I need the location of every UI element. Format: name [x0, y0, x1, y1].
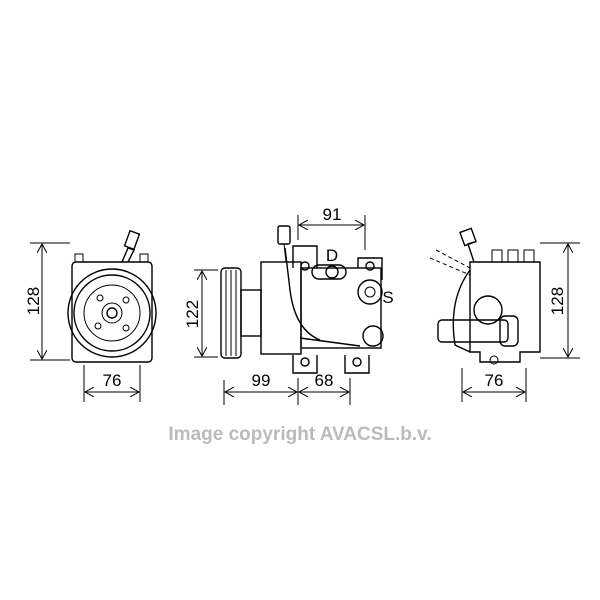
copyright-watermark: Image copyright AVACSL.b.v.	[168, 424, 431, 445]
front-width-dimension: 76	[83, 365, 141, 402]
rear-view	[429, 227, 541, 365]
port-spacing-dimension: 91	[297, 205, 366, 250]
pulley-length-label: 99	[252, 371, 271, 390]
side-length-dimension: 99 68	[223, 371, 351, 405]
discharge-port-label: D	[326, 246, 338, 265]
rear-height-label: 128	[548, 287, 567, 315]
side-view	[220, 225, 384, 374]
front-height-dimension: 128	[24, 242, 70, 361]
side-height-label: 122	[183, 300, 202, 328]
body-length-label: 68	[315, 371, 334, 390]
rear-height-dimension: 128	[540, 242, 580, 359]
front-width-label: 76	[103, 371, 122, 390]
front-height-label: 128	[24, 287, 43, 315]
rear-width-dimension: 76	[461, 368, 527, 402]
front-view	[67, 229, 157, 363]
rear-width-label: 76	[485, 371, 504, 390]
side-height-dimension: 122	[183, 269, 218, 358]
port-spacing-label: 91	[323, 205, 342, 224]
suction-port-label: S	[382, 288, 393, 307]
